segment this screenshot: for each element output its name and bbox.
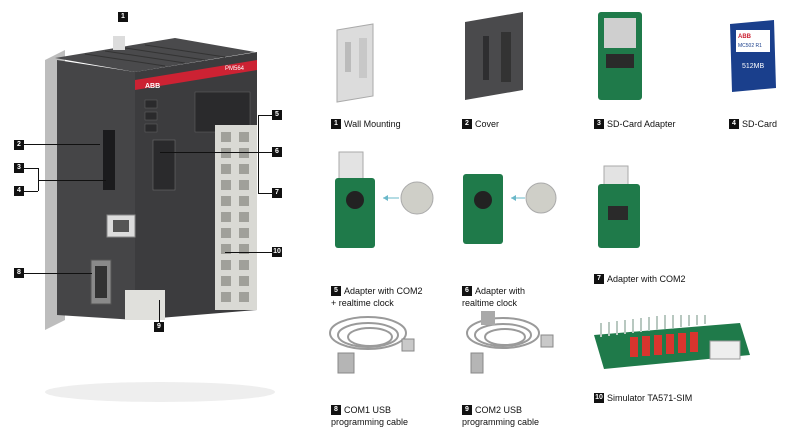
- marker-8: 8: [14, 268, 24, 278]
- marker-1: 1: [118, 12, 128, 22]
- cover-image: [465, 12, 523, 100]
- simulator-image: [594, 315, 750, 369]
- com2-cable-image: [466, 311, 554, 374]
- marker-4: 4: [14, 186, 24, 196]
- com1-cable-image: [329, 316, 415, 374]
- adapter-rtc-image: [463, 174, 557, 244]
- marker-3: 3: [14, 163, 24, 173]
- marker-10: 10: [272, 247, 282, 257]
- sd-card-adapter-image: [598, 12, 642, 100]
- svg-text:512MB: 512MB: [742, 63, 765, 70]
- marker-6: 6: [272, 147, 282, 157]
- marker-2: 2: [14, 140, 24, 150]
- svg-text:ABB: ABB: [738, 34, 752, 40]
- plc-model: PM564: [225, 66, 245, 72]
- plc-brand: ABB: [145, 83, 160, 90]
- marker-9: 9: [154, 322, 164, 332]
- adapter-com2-image: [598, 165, 640, 248]
- marker-7: 7: [272, 188, 282, 198]
- marker-5: 5: [272, 110, 282, 120]
- plc-device: ABB PM564: [45, 36, 275, 402]
- adapter-com2-rtc-image: [335, 151, 434, 248]
- wall-mounting-image: [336, 23, 374, 103]
- svg-text:MC502 R1: MC502 R1: [738, 43, 762, 49]
- sd-card-image: ABB MC502 R1 512MB: [730, 20, 776, 92]
